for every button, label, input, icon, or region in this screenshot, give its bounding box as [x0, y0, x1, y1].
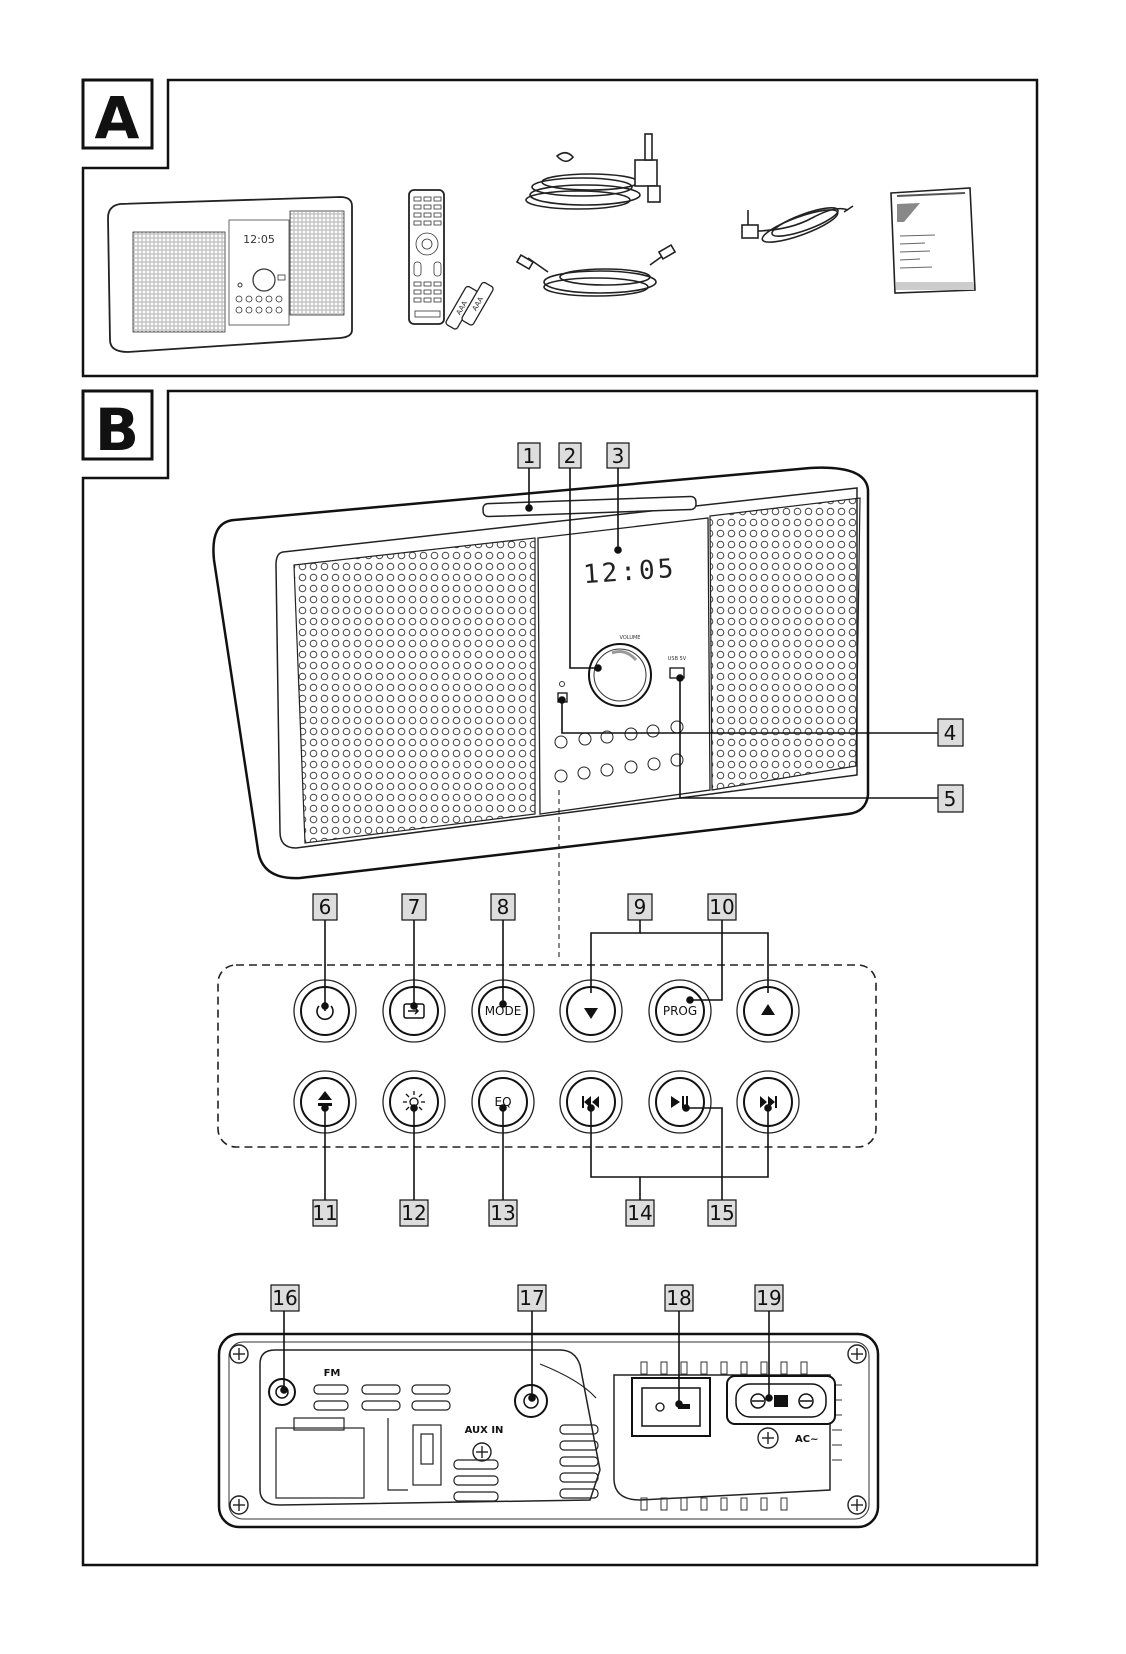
- triangle-down-icon: [584, 1008, 598, 1019]
- fm-label: FM: [324, 1368, 341, 1379]
- button-power: [293, 979, 357, 1043]
- callout-6: 6: [319, 895, 332, 919]
- svg-text:VOLUME: VOLUME: [620, 635, 641, 641]
- top-cd-slot: [482, 495, 697, 518]
- right-speaker-grille: [709, 497, 861, 791]
- section-b-badge: [81, 389, 154, 461]
- prog-label: PROG: [663, 1004, 697, 1018]
- callout-3: 3: [612, 444, 625, 468]
- callout-lines-rear: [280, 1310, 773, 1408]
- callout-13: 13: [490, 1201, 515, 1225]
- button-next: [736, 1070, 800, 1134]
- callout-9: 9: [634, 895, 647, 919]
- callout-12: 12: [401, 1201, 426, 1225]
- callout-8: 8: [497, 895, 510, 919]
- callout-4: 4: [944, 721, 957, 745]
- callout-17: 17: [519, 1286, 544, 1310]
- section-b-letter: B: [95, 396, 139, 464]
- callout-16: 16: [272, 1286, 297, 1310]
- callout-18: 18: [666, 1286, 691, 1310]
- ac-label: AC~: [795, 1434, 818, 1445]
- button-down: [559, 979, 623, 1043]
- accessory-batteries: AAA AAA: [445, 281, 494, 330]
- section-a-badge: [81, 78, 154, 150]
- callout-boxes-buttons: 6 7 8 9 10 11 12 13 14 15: [312, 893, 737, 1227]
- callout-lines-buttons: [321, 918, 772, 1200]
- accessory-manual: [890, 187, 976, 294]
- accessory-remote: [408, 189, 445, 325]
- accessory-aux-cable: [515, 243, 677, 297]
- play-pause-icon: [671, 1096, 688, 1108]
- accessory-radio: 12:05: [107, 196, 353, 353]
- button-mode: MODE: [471, 979, 535, 1043]
- accessory-audio-cable: [741, 205, 854, 243]
- accessory-power-cable: [525, 133, 661, 210]
- callout-15: 15: [709, 1201, 734, 1225]
- button-up: [736, 979, 800, 1043]
- button-eject: [293, 1070, 357, 1134]
- left-speaker-grille: [293, 537, 536, 844]
- button-panel-detail: MODE PROG: [217, 964, 877, 1148]
- callout-boxes-rear: 16 17 18 19: [270, 1284, 784, 1312]
- section-b-frame: [81, 389, 1039, 1567]
- callout-5: 5: [944, 787, 957, 811]
- button-input: [382, 979, 446, 1043]
- radio-front-view: 12:05 VOLUME USB 5V: [212, 466, 870, 880]
- radio-small-display: 12:05: [243, 233, 275, 246]
- button-play-pause: [648, 1070, 712, 1134]
- callout-boxes-top: 1 2 3 4 5: [517, 442, 964, 813]
- mode-label: MODE: [485, 1004, 522, 1018]
- callout-19: 19: [756, 1286, 781, 1310]
- ac-power-socket: [726, 1375, 836, 1425]
- callout-lines-top: [525, 462, 938, 960]
- section-a: A 12:05: [81, 78, 1039, 378]
- callout-11: 11: [312, 1201, 337, 1225]
- rear-panel: FM AUX IN: [217, 1332, 880, 1529]
- svg-text:USB 5V: USB 5V: [668, 656, 687, 662]
- eq-label: EQ: [494, 1095, 511, 1109]
- button-eq: EQ: [471, 1070, 535, 1134]
- callout-10: 10: [709, 895, 734, 919]
- triangle-up-icon: [761, 1004, 775, 1015]
- section-a-frame: [81, 78, 1039, 378]
- callout-14: 14: [627, 1201, 652, 1225]
- aux-in-label: AUX IN: [465, 1425, 504, 1436]
- display-time: 12:05: [582, 554, 677, 590]
- section-b: B 12:05 VOLUME USB 5V: [81, 389, 1039, 1567]
- power-switch: [631, 1377, 711, 1437]
- volume-knob: VOLUME: [588, 635, 652, 707]
- callout-2: 2: [564, 444, 577, 468]
- section-a-letter: A: [95, 84, 140, 152]
- callout-1: 1: [523, 444, 536, 468]
- button-prog: PROG: [648, 979, 712, 1043]
- callout-7: 7: [408, 895, 421, 919]
